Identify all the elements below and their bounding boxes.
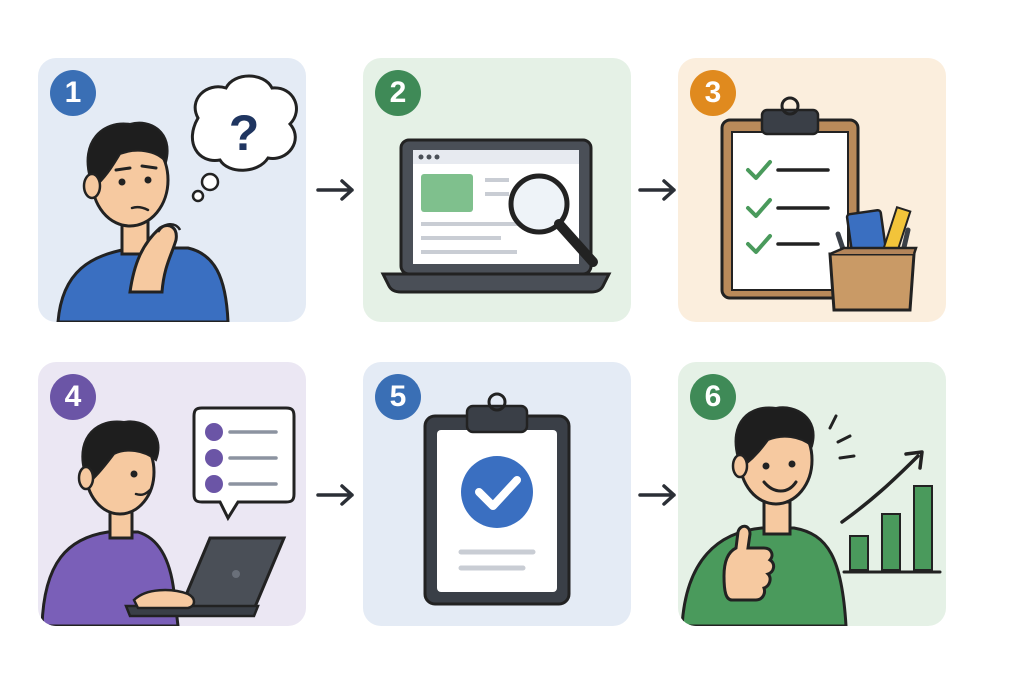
step-number-badge: 4 <box>50 374 96 420</box>
step-panel-2: 2 <box>363 58 631 322</box>
thinking-person-icon: ? <box>56 74 298 322</box>
clipboard-approved-icon <box>423 392 571 606</box>
laptop-search-icon <box>380 138 612 294</box>
step-panel-5: 5 <box>363 362 631 626</box>
step-number-badge: 3 <box>690 70 736 116</box>
step-number-badge: 6 <box>690 374 736 420</box>
arrow-right-icon <box>638 484 676 506</box>
step-number-badge: 1 <box>50 70 96 116</box>
step-number-badge: 2 <box>375 70 421 116</box>
arrow-right-icon <box>316 179 354 201</box>
success-growth-icon <box>680 406 942 626</box>
question-mark: ? <box>229 105 260 161</box>
step-panel-4: 4 <box>38 362 306 626</box>
step-panel-1: 1 ? <box>38 58 306 322</box>
arrow-right-icon <box>316 484 354 506</box>
person-typing-laptop-icon <box>40 406 296 626</box>
clipboard-checklist-icon <box>720 96 918 312</box>
step-panel-6: 6 <box>678 362 946 626</box>
step-panel-3: 3 <box>678 58 946 322</box>
step-number-badge: 5 <box>375 374 421 420</box>
arrow-right-icon <box>638 179 676 201</box>
